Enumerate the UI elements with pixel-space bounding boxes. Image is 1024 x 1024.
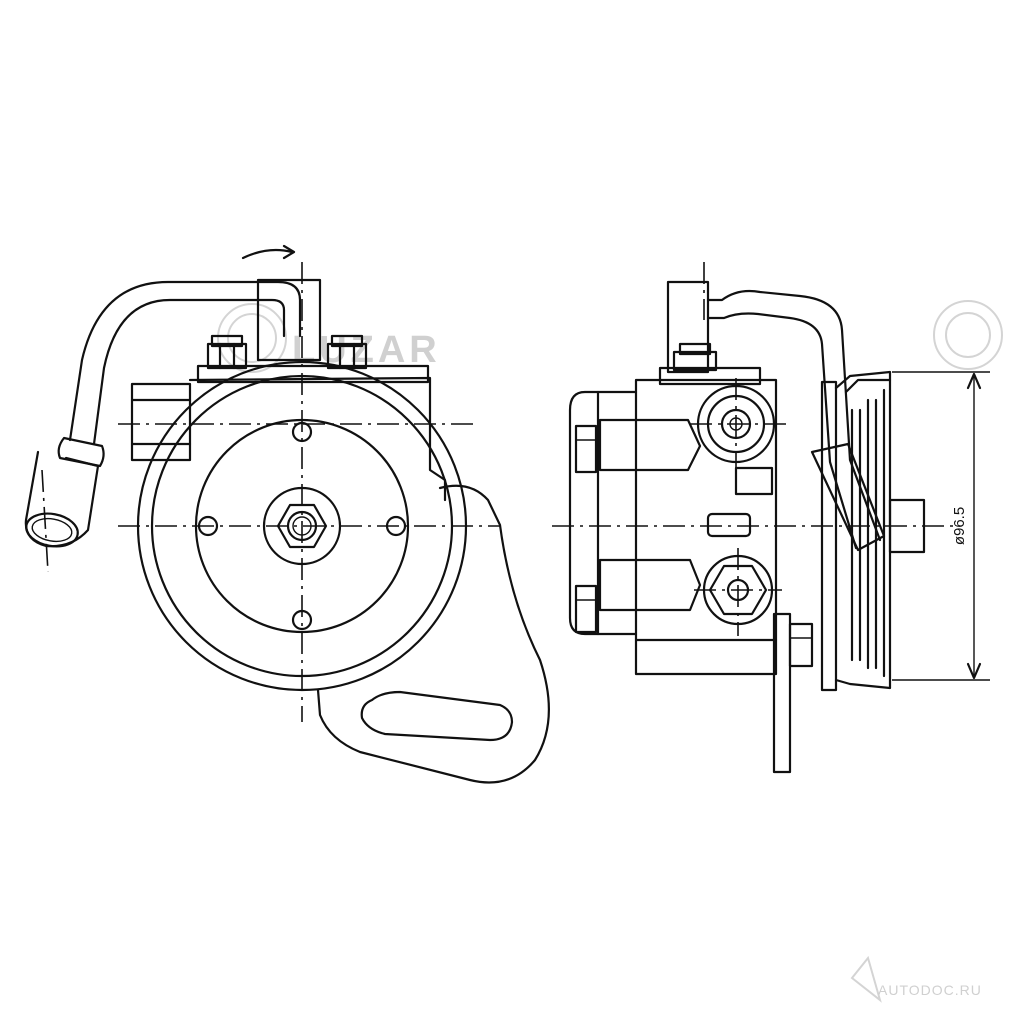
rotation-arrow-icon [241, 244, 296, 260]
side-pressure-pipe [706, 289, 882, 542]
luzar-logo-right [933, 300, 1003, 370]
side-outlet-fitting [666, 280, 710, 374]
cover-bolt [574, 584, 598, 634]
rear-cover [568, 390, 638, 636]
outlet-fitting [256, 278, 322, 362]
side-top-bolt [672, 342, 718, 372]
diameter-label: ø96.5 [951, 507, 968, 545]
centerline-pipe [41, 469, 49, 573]
flow-slot [706, 512, 752, 538]
pressure-pipe [68, 280, 302, 442]
side-pulley [820, 370, 926, 692]
watermark-site-text: AUTODOC.RU [878, 982, 982, 998]
cover-bolt [574, 424, 598, 474]
valve-body [598, 418, 702, 472]
pipe-collar [57, 436, 105, 468]
mounting-bracket [316, 484, 550, 784]
side-bracket-plate [772, 612, 792, 774]
top-bolt-left [206, 334, 248, 370]
watermark-brand-text: LUZAR [292, 329, 441, 371]
pump-body [188, 376, 447, 502]
bracket-slot [360, 690, 514, 742]
autodoc-logo-icon [850, 955, 882, 1003]
body-flange [196, 364, 430, 384]
diameter-dimension: ø96.5 [892, 371, 990, 681]
autodoc-watermark: AUTODOC.RU [850, 955, 982, 1003]
housing-lug [734, 466, 774, 496]
pump-housing [634, 378, 778, 676]
luzar-watermark: LUZAR [217, 303, 441, 373]
front-view [24, 244, 550, 784]
side-view: ø96.5 [552, 262, 990, 774]
luzar-logo-icon [933, 300, 1003, 370]
side-port [130, 382, 192, 462]
pipe-end [24, 450, 100, 548]
bracket-bolt [788, 622, 814, 668]
luzar-logo-icon [217, 303, 287, 373]
